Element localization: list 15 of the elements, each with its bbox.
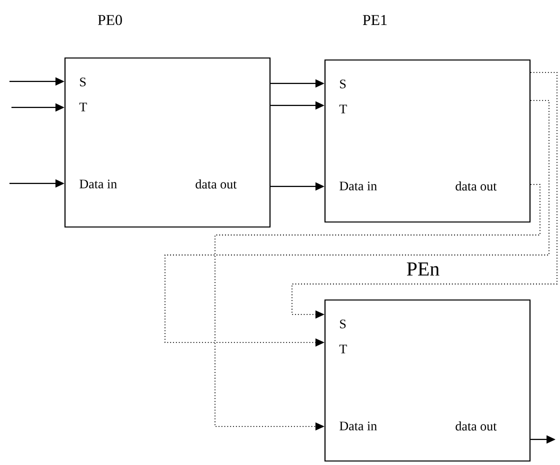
port-label: S xyxy=(80,78,86,86)
port-label: Data in xyxy=(80,180,117,188)
port-label: S xyxy=(340,80,346,88)
box-title: PEn xyxy=(406,262,440,276)
port-label: data out xyxy=(456,181,497,191)
port-label: Data in xyxy=(340,422,377,430)
port-label: T xyxy=(79,102,87,112)
port-label: T xyxy=(339,344,347,354)
port-label: S xyxy=(340,320,346,328)
port-label: data out xyxy=(196,179,237,189)
port-label: data out xyxy=(456,421,497,431)
port-label: Data in xyxy=(340,182,377,190)
box-title: PE1 xyxy=(362,15,387,25)
box-title: PE0 xyxy=(98,14,122,26)
port-label: T xyxy=(339,104,347,114)
